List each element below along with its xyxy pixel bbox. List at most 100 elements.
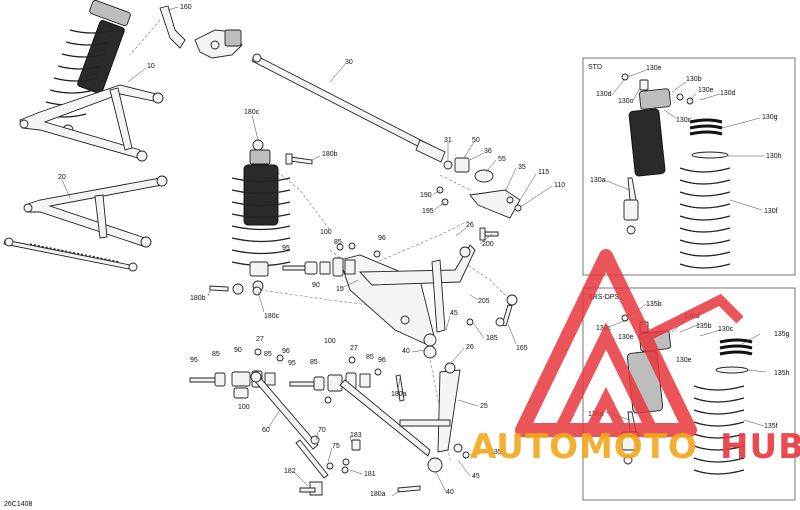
callout-label: 85: [366, 354, 374, 361]
bolt-180b: [209, 153, 313, 292]
callout-label: 30: [345, 59, 353, 66]
callout-label: 100: [320, 229, 332, 236]
callout-label: 180b: [190, 295, 206, 302]
callout-label: 190: [420, 192, 432, 199]
callout-label: 100: [324, 338, 336, 345]
upper-a-arm-10: [19, 84, 164, 162]
callout-label: 130h: [766, 153, 782, 160]
callout-label: 96: [282, 348, 290, 355]
watermark-text-red: HUB: [720, 427, 800, 467]
callout-label: 110: [554, 182, 565, 189]
callout-label: 130a: [590, 177, 606, 184]
callout-label: 130d: [596, 91, 612, 98]
callout-label: 55: [498, 156, 506, 163]
callout-label: 36: [484, 148, 492, 155]
callout-label: 40: [402, 348, 410, 355]
callout-label: 130c: [618, 98, 634, 105]
callout-label: 185: [486, 335, 498, 342]
callout-label: 100: [238, 404, 250, 411]
std-spring: [679, 118, 731, 269]
callout-label: 85: [334, 239, 342, 246]
callout-label: 85: [212, 351, 220, 358]
callout-label: 180b: [322, 151, 338, 158]
callout-label: 130e: [618, 334, 634, 341]
lower-a-arm-20: [23, 175, 168, 248]
tie-rod-left: [3, 237, 138, 272]
callout-label: 26: [466, 344, 474, 351]
callout-label: 85: [264, 351, 272, 358]
hardware-upper: [282, 227, 499, 277]
callout-label: 181: [364, 471, 376, 478]
callout-label: 85: [310, 359, 318, 366]
diagram-code: 26C1408: [4, 501, 33, 508]
callout-label: 130e: [698, 87, 714, 94]
callout-label: 135g: [774, 331, 790, 338]
callout-label: 130g: [762, 114, 778, 121]
callout-label: 95: [288, 360, 296, 367]
callout-label: 200: [482, 241, 494, 248]
callout-label: 180c: [264, 313, 280, 320]
leader-lines: [61, 6, 767, 497]
lower-link-parts: [295, 435, 421, 496]
std-box-title: STD: [588, 64, 602, 71]
callout-label: 130d: [720, 90, 736, 97]
callout-label: 60: [262, 427, 270, 434]
callout-label: 70: [318, 427, 326, 434]
callout-label: 130b: [686, 76, 702, 83]
callout-label: 183: [350, 432, 362, 439]
callout-label: 90: [312, 282, 320, 289]
watermark-logo: [515, 249, 744, 437]
xrs-box-title: XRS-DPS: [588, 294, 619, 301]
callout-label: 182: [284, 468, 296, 475]
callout-label: 45: [450, 310, 458, 317]
steering-knuckle-160: [159, 5, 243, 59]
callout-label: 10: [147, 63, 155, 70]
callout-label: 195: [422, 208, 434, 215]
hardware-lower-right: [289, 356, 405, 404]
callout-label: 115: [538, 169, 549, 176]
callout-label: 130c: [676, 117, 692, 124]
callout-label: 160: [180, 4, 192, 11]
lower-arm-60: [250, 371, 319, 450]
callout-label: 75: [332, 443, 340, 450]
callout-label: 180a: [391, 391, 407, 398]
watermark-text-orange: AUTOMOTO: [470, 427, 698, 467]
callout-label: 180c: [244, 109, 260, 116]
callout-label: 205: [478, 298, 490, 305]
tie-rod-end: [466, 294, 518, 327]
trailing-arm-15: [339, 244, 476, 347]
callout-label: 135f: [764, 423, 778, 430]
callout-label: 96: [378, 357, 386, 364]
lower-arm-25: [339, 345, 470, 473]
hub-parts: [436, 157, 522, 219]
callout-label: 15: [336, 286, 344, 293]
callout-label: 31: [444, 137, 452, 144]
callout-label: 25: [480, 403, 488, 410]
callout-label: 27: [350, 345, 358, 352]
std-box: [582, 57, 796, 276]
std-shock: [621, 73, 694, 235]
callout-label: 95: [282, 245, 290, 252]
drive-shaft-30: [251, 53, 446, 163]
callout-label: 130e: [646, 65, 662, 72]
callout-label: 135b: [696, 323, 712, 330]
rear-shock-center: [231, 139, 291, 296]
callout-label: 135: [490, 449, 502, 456]
callout-label: 96: [378, 235, 386, 242]
callout-label: 180a: [370, 491, 386, 498]
callout-label: 165: [516, 345, 528, 352]
callout-label: 90: [234, 347, 242, 354]
callout-labels: 160 10 30 20 180c 180b 31 50 36 55 35 11…: [58, 4, 790, 498]
callout-label: 20: [58, 174, 66, 181]
callout-label: 135b: [646, 301, 662, 308]
callout-label: 135h: [774, 370, 790, 377]
callout-label: 95: [190, 357, 198, 364]
callout-label: 40: [446, 489, 454, 496]
callout-label: 130e: [676, 357, 692, 364]
callout-label: 45: [472, 473, 480, 480]
callout-label: 26: [466, 222, 474, 229]
callout-label: 35: [518, 164, 526, 171]
callout-label: 27: [256, 336, 264, 343]
